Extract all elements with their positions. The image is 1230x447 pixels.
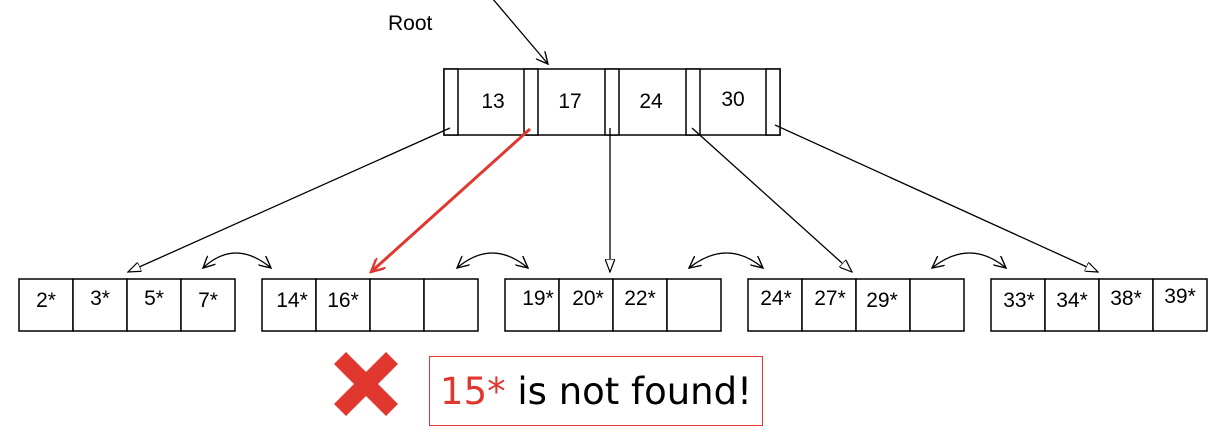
result-text: is not found! [505,369,752,413]
search-key: 15* [440,369,506,413]
leaf-entry: 20* [572,287,604,310]
leaf-cell [855,278,911,332]
not-found-message: 15* is not found! [429,356,763,426]
leaf-node: 14* 16* [261,278,479,332]
leaf-entry: 3* [90,287,110,310]
root-key: 24 [639,90,663,113]
leaf-node: 24* 27* 29* [747,278,965,332]
leaf-entry: 39* [1164,285,1196,308]
leaf-cell [1044,278,1100,332]
child-pointer-5 [774,124,1098,272]
leaf-entry: 24* [760,287,792,310]
root-key: 13 [481,90,504,113]
x-mark-icon [333,351,399,417]
root-key: 17 [558,90,581,113]
sibling-link [457,252,528,268]
leaf-entry: 29* [866,289,898,312]
leaf-cell [18,278,74,332]
leaf-entry: 2* [36,289,56,312]
root-pointer-slot [443,68,459,136]
leaf-cell [909,278,965,332]
leaf-entry: 33* [1003,289,1035,312]
sibling-link [203,252,271,268]
leaf-entry: 27* [814,287,846,310]
leaf-entry: 38* [1110,287,1142,310]
leaf-cell [990,278,1046,332]
leaf-node: 33* 34* 38* 39* [990,278,1208,332]
leaf-cell [747,278,803,332]
root-entry-arrow [492,0,548,64]
leaf-cell [504,278,560,332]
root-label: Root [388,12,433,35]
leaf-cell [315,278,371,332]
search-path-arrow [371,127,532,272]
leaf-cell [423,278,479,332]
leaf-cell [180,278,236,332]
leaf-cell [72,278,128,332]
child-pointer-4 [691,127,852,272]
leaf-entry: 34* [1056,289,1088,312]
child-pointer-1 [128,127,451,272]
root-key: 30 [721,88,744,111]
leaf-entry: 5* [144,287,164,310]
root-pointer-slot [523,68,539,136]
leaf-entry: 16* [327,289,359,312]
root-node: 13 17 24 30 [443,68,781,136]
root-pointer-slot [685,68,701,136]
leaf-node: 19* 20* 22* [504,278,722,332]
root-pointer-slot [765,68,781,136]
leaf-entry: 7* [198,289,218,312]
sibling-link [689,252,763,268]
leaf-node: 2* 3* 5* 7* [18,278,236,332]
leaf-cell [666,278,722,332]
leaf-cell [558,278,614,332]
leaf-cell [1098,278,1154,332]
leaf-cell [1152,278,1208,332]
leaf-entry: 19* [522,287,554,310]
root-pointer-slot [604,68,620,136]
leaf-entry: 22* [624,287,656,310]
leaf-cell [369,278,425,332]
sibling-link [932,252,1006,268]
leaf-entry: 14* [276,289,308,312]
